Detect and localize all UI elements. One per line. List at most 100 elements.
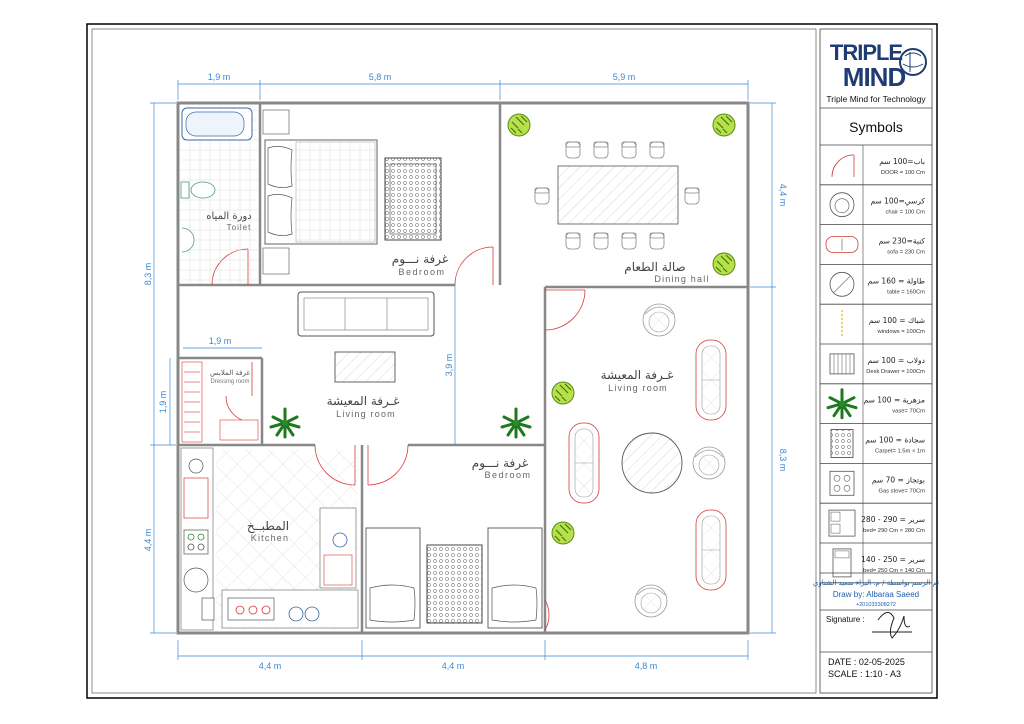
- logo-bottom-text: MIND: [843, 62, 906, 92]
- brain-icon: [899, 48, 927, 76]
- toilet-label-ar: دورة المياه: [206, 211, 251, 222]
- symbol-label-ar: كرسي=100 سم: [870, 197, 925, 206]
- symbol-label-en: vase= 70Cm: [892, 409, 925, 415]
- dining-hall: صالة الطعام Dining hall: [507, 113, 736, 284]
- dim-top-3: 5,9 m: [613, 72, 636, 82]
- drawn-by-ar: تم الرسم بواسطة / م. البراء سعيد الشناوي: [813, 579, 939, 587]
- symbol-row: كرسي=100 سم chair = 100 Cm: [820, 184, 932, 226]
- living-room-center: غـرفة المعيشة Living room: [269, 291, 532, 439]
- dim-top-1: 1,9 m: [208, 72, 231, 82]
- chair-icon: [829, 192, 855, 218]
- double-bed-icon: [828, 509, 856, 537]
- drawing-frame: [91, 28, 817, 694]
- symbol-label-ar: سرير = 250 - 140: [861, 555, 925, 564]
- sofa-icon: [825, 236, 859, 253]
- symbol-label-en: sofa = 230 Cm: [887, 250, 925, 256]
- symbol-label-ar: باب=100 سم: [879, 157, 925, 166]
- kitchen: المطبــخ Kitchen: [180, 447, 359, 631]
- symbol-label-ar: شباك = 100 سم: [869, 316, 925, 325]
- dining-label-en: Dining hall: [654, 274, 709, 284]
- dressing-room: غرفة الملابس Dressing room: [181, 361, 259, 443]
- dressing-label-ar: غرفة الملابس: [210, 369, 250, 377]
- kitchen-label-en: Kitchen: [251, 533, 289, 543]
- interior-walls: [178, 103, 748, 633]
- symbol-label-en: bed= 290 Cm × 280 Cm: [863, 528, 925, 534]
- dim-bottom-2: 4,4 m: [442, 661, 465, 671]
- bedroom-1: غرفة نـــوم Bedroom: [262, 109, 448, 277]
- dim-left-lower: 4,4 m: [143, 529, 153, 552]
- living-right-label-ar: غـرفة المعيشة: [601, 368, 674, 383]
- sheet-border: [86, 23, 938, 699]
- dim-right-lower: 8,3 m: [778, 449, 788, 472]
- living-center-label-en: Living room: [336, 409, 396, 419]
- door-icon: [831, 154, 855, 177]
- symbol-row: مزهرية = 100 سم vase= 70Cm: [820, 383, 932, 425]
- symbols-title: Symbols: [849, 119, 903, 135]
- table-icon: [829, 271, 855, 297]
- symbol-label-en: bed= 250 Cm × 140 Cm: [863, 568, 925, 574]
- stove-icon: [183, 529, 209, 555]
- plant-icon: [826, 388, 858, 420]
- bedroom-2: غرفة نـــوم Bedroom: [365, 456, 543, 629]
- symbol-label-en: windows = 100Cm: [876, 329, 925, 335]
- stove-icon: [829, 470, 855, 496]
- living-right-label-en: Living room: [608, 383, 668, 393]
- symbol-label-en: table = 160Cm: [887, 289, 925, 295]
- scale-label: SCALE : 1:10 - A3: [828, 669, 901, 679]
- dim-left-upper: 8,3 m: [143, 263, 153, 286]
- fridge-icon: [183, 477, 209, 519]
- bedroom1-label-en: Bedroom: [398, 267, 445, 277]
- signature-mark: [872, 612, 912, 639]
- sink-icon: [181, 227, 195, 253]
- dim-bottom-1: 4,4 m: [259, 661, 282, 671]
- dim-top-2: 5,8 m: [369, 72, 392, 82]
- double-bed-icon: [264, 139, 378, 245]
- living-center-label-ar: غـرفة المعيشة: [327, 394, 400, 409]
- symbol-label-ar: بوتجاز = 70 سم: [872, 475, 925, 484]
- symbol-label-ar: مزهرية = 100 سم: [864, 396, 925, 405]
- dim-left-small: 1,9 m: [158, 391, 168, 414]
- symbol-row: سرير = 250 - 140 bed= 250 Cm × 140 Cm: [820, 543, 932, 584]
- coffee-table-icon: [334, 351, 396, 383]
- symbol-label-ar: كنبة=230 سم: [879, 237, 926, 246]
- walls: [176, 101, 750, 635]
- dining-label-ar: صالة الطعام: [624, 260, 685, 274]
- toilet-bowl-icon: [180, 181, 216, 199]
- dimension-labels: 1,9 m 5,8 m 5,9 m 4,4 m 4,4 m 4,8 m 8,3 …: [143, 72, 788, 671]
- symbol-label-en: chair = 100 Cm: [886, 210, 926, 216]
- drawer-icon: [829, 353, 855, 375]
- symbol-row: شباك = 100 سم windows = 100Cm: [820, 304, 932, 345]
- symbol-row: بوتجاز = 70 سم Gas stove= 70Cm: [820, 463, 932, 504]
- drawn-by: Draw by: Albaraa Saeed: [833, 590, 919, 599]
- symbol-label-en: Carpet= 1.5m × 1m: [875, 449, 925, 455]
- symbol-row: باب=100 سم DOOR = 100 Cm: [820, 145, 932, 186]
- dining-table-icon: [557, 165, 679, 225]
- title-block-frame: [819, 28, 933, 694]
- symbol-label-en: Desk Drawer = 100Cm: [866, 369, 925, 375]
- dim-inner-v: 3,9 m: [444, 354, 454, 377]
- symbol-row: كنبة=230 سم sofa = 230 Cm: [820, 224, 932, 265]
- symbol-legend: باب=100 سم DOOR = 100 Cm كرسي=100 سم chair …: [820, 145, 932, 584]
- dressing-label-en: Dressing room: [210, 379, 249, 385]
- dim-right-upper: 4,4 m: [778, 184, 788, 207]
- company-logo: TRIPLE MIND: [830, 40, 927, 92]
- symbol-label-en: DOOR = 100 Cm: [881, 170, 925, 176]
- bedroom1-label-ar: غرفة نـــوم: [392, 252, 448, 267]
- symbol-label-en: Gas stove= 70Cm: [878, 488, 925, 494]
- carpet-icon: [426, 544, 483, 624]
- bedroom2-label-ar: غرفة نـــوم: [472, 456, 528, 471]
- kitchen-label-ar: المطبــخ: [247, 519, 289, 533]
- dim-inner-h: 1,9 m: [209, 336, 232, 346]
- date-label: DATE : 02-05-2025: [828, 657, 905, 667]
- signature-label: Signature :: [826, 615, 865, 624]
- phone-number: +201033308272: [856, 602, 896, 608]
- dim-bottom-3: 4,8 m: [635, 661, 658, 671]
- sofa-icon: [297, 291, 435, 337]
- single-bed-icon: [832, 548, 852, 578]
- round-table-icon: [621, 432, 683, 494]
- symbol-label-ar: دولاب = 100 سم: [868, 356, 925, 365]
